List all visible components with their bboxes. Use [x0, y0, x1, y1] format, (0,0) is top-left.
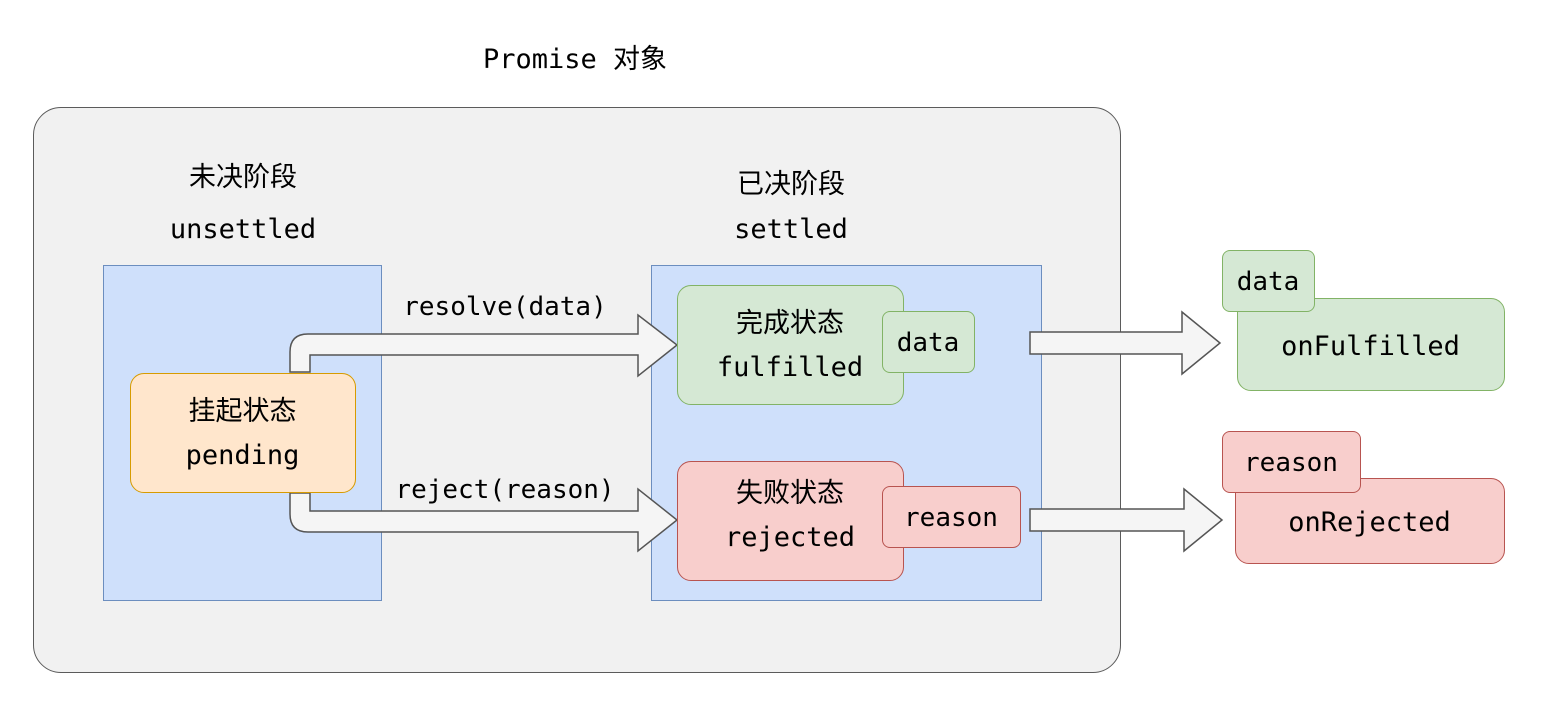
diagram-title: Promise 对象 — [482, 44, 668, 75]
on-rejected-label: onRejected — [1288, 507, 1451, 538]
fulfilled-state-box: 完成状态 fulfilled — [677, 285, 904, 405]
rejected-reason-tag: reason — [882, 486, 1021, 548]
pending-label-zh: 挂起状态 — [188, 396, 297, 427]
rejected-state-box: 失败状态 rejected — [677, 461, 904, 581]
on-rejected-reason-tag-label: reason — [1244, 448, 1338, 478]
settled-phase-label-en: settled — [734, 214, 848, 245]
on-fulfilled-handler-box: onFulfilled — [1237, 298, 1505, 391]
resolve-arrow — [289, 313, 679, 378]
pending-state-box: 挂起状态 pending — [130, 373, 356, 493]
fulfilled-label-en: fulfilled — [716, 352, 864, 383]
fulfilled-handler-arrow — [1029, 310, 1222, 376]
settled-phase-label-zh: 已决阶段 — [737, 169, 845, 200]
reject-arrow — [289, 487, 679, 553]
reject-label: reject(reason) — [395, 475, 615, 505]
pending-label-en: pending — [185, 440, 300, 471]
rejected-label-zh: 失败状态 — [736, 478, 844, 509]
fulfilled-label-zh: 完成状态 — [736, 308, 844, 339]
on-fulfilled-data-tag: data — [1222, 250, 1315, 312]
on-rejected-reason-tag: reason — [1222, 431, 1361, 493]
rejected-reason-tag-label: reason — [904, 503, 998, 533]
fulfilled-data-tag: data — [882, 311, 975, 373]
resolve-label: resolve(data) — [403, 292, 607, 322]
fulfilled-data-tag-label: data — [896, 328, 960, 358]
rejected-handler-arrow — [1029, 487, 1224, 553]
unsettled-phase-label-zh: 未决阶段 — [189, 162, 297, 193]
rejected-label-en: rejected — [724, 522, 856, 553]
on-fulfilled-data-tag-label: data — [1236, 267, 1300, 297]
unsettled-phase-label-en: unsettled — [169, 214, 317, 245]
on-fulfilled-label: onFulfilled — [1281, 331, 1460, 362]
